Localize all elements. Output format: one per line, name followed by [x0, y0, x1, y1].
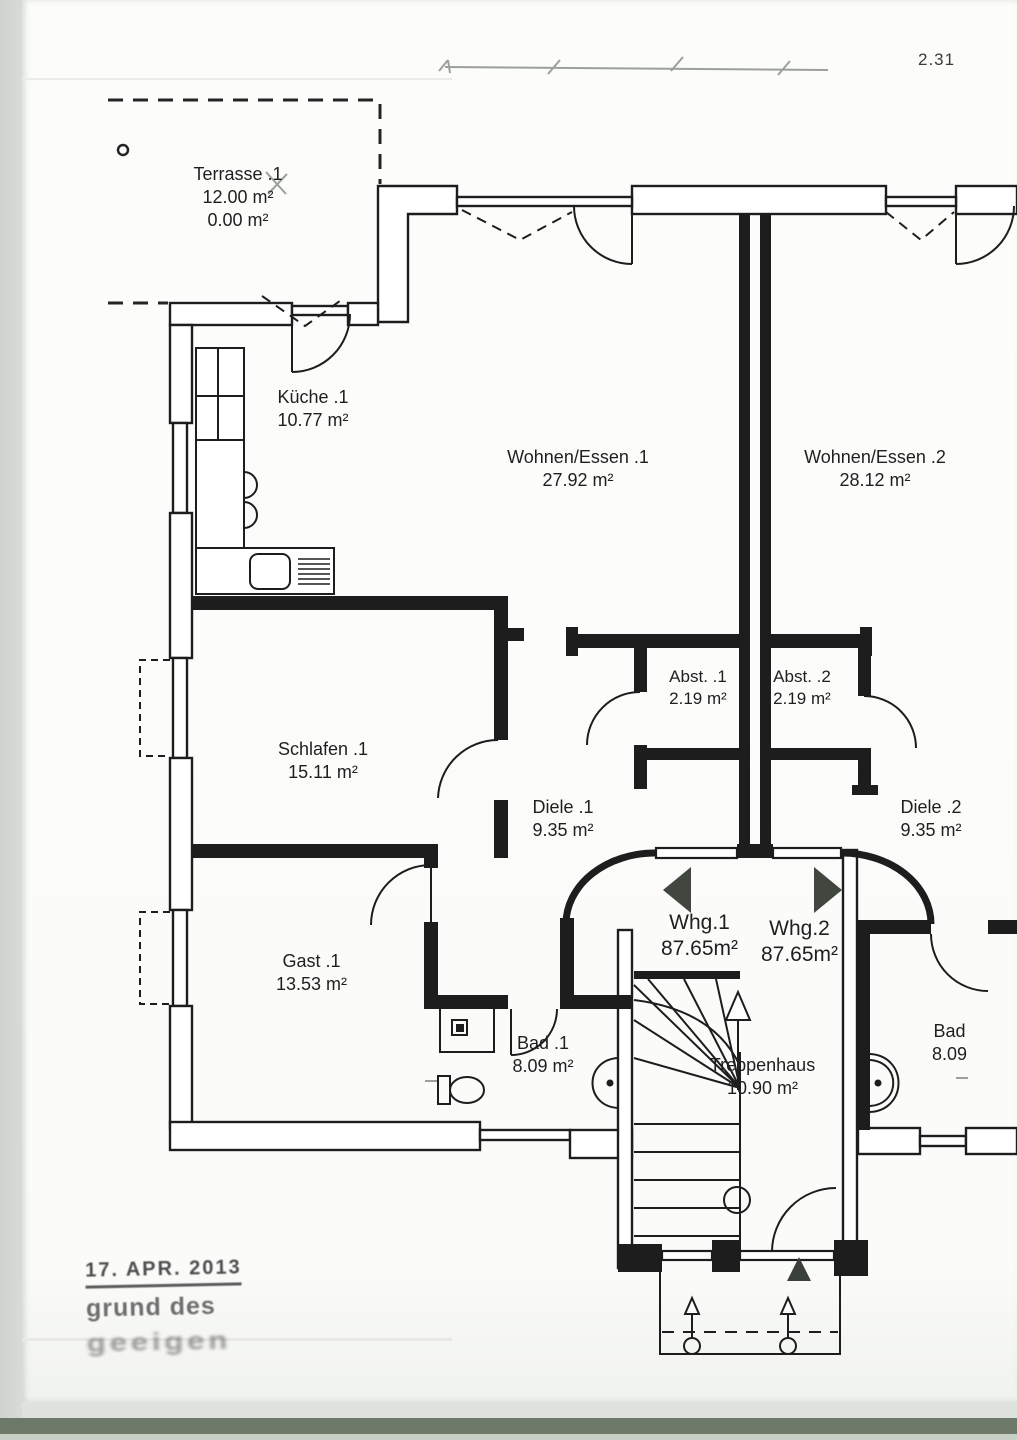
building-entrance — [618, 1240, 868, 1355]
room-name: Treppenhaus — [709, 1055, 816, 1075]
room-area: 9.35 m² — [532, 820, 594, 841]
apartment-area: 87.65m² — [660, 937, 739, 961]
entry-vestibule — [562, 846, 935, 925]
room-name: Gast .1 — [282, 951, 341, 971]
sheet-edge-shadow — [22, 78, 452, 80]
room-area: 2.19 m² — [773, 688, 831, 708]
room-name: Wohnen/Essen .1 — [507, 447, 649, 467]
apartment-name: Whg.1 — [669, 911, 730, 934]
entrance-arrow — [787, 1257, 811, 1281]
room-name: Diele .1 — [532, 797, 594, 817]
bathroom-fixtures — [437, 1007, 900, 1113]
room-name: Wohnen/Essen .2 — [804, 447, 946, 467]
sink — [249, 553, 291, 590]
toilet-bowl — [449, 1076, 485, 1104]
room-name: Schlafen .1 — [277, 739, 369, 759]
room-area: 15.11 m² — [288, 762, 358, 783]
approval-stamp: 17. APR. 2013 grund des geeigen — [84, 1256, 243, 1358]
room-label-kueche: Küche .1 10.77 m² — [238, 386, 388, 432]
room-label-schlafen: Schlafen .1 15.11 m² — [233, 738, 413, 784]
scan-bottom-edge — [0, 1434, 1017, 1440]
room-label-gast: Gast .1 13.53 m² — [224, 950, 399, 996]
pencil-dimension-sketch — [265, 56, 968, 1082]
room-label-abst2: Abst. .2 2.19 m² — [752, 666, 852, 710]
washbasin-bad1 — [591, 1057, 619, 1109]
apartment-name: Whg.2 — [769, 917, 830, 940]
room-area2: 0.00 m² — [207, 210, 269, 231]
room-area: 8.09 m² — [512, 1056, 574, 1077]
room-label-diele2: Diele .2 9.35 m² — [871, 796, 991, 842]
room-name: Küche .1 — [277, 387, 349, 407]
terrace-outline — [108, 98, 382, 305]
room-label-bad2: Bad 8.09 — [902, 1020, 997, 1066]
room-name: Bad .1 — [516, 1033, 570, 1053]
stamp-date: 17. APR. 2013 — [84, 1256, 243, 1289]
window-sills — [139, 659, 170, 1005]
shower — [439, 1007, 495, 1053]
sheet-edge-shadow-low — [22, 1338, 452, 1341]
room-area: 8.09 — [931, 1044, 968, 1065]
room-name: Abst. .2 — [773, 667, 831, 686]
scan-left-edge — [0, 0, 22, 1440]
sheet-number: 2.31 — [918, 50, 956, 69]
room-name: Diele .2 — [900, 797, 962, 817]
drainer-hatch — [298, 558, 330, 585]
room-name: Abst. .1 — [669, 667, 727, 686]
whg2-entry-arrow — [814, 867, 842, 913]
room-area: 13.53 m² — [275, 974, 348, 995]
stair-up-arrow — [724, 989, 752, 1021]
room-area: 10.90 m² — [726, 1078, 799, 1099]
room-label-abst1: Abst. .1 2.19 m² — [648, 666, 748, 710]
door-swings — [261, 205, 1015, 1253]
stamp-text-line2: grund des — [85, 1291, 217, 1323]
room-area: 28.12 m² — [839, 470, 911, 491]
apartment-label-whg2: Whg.2 87.65m² — [742, 916, 857, 969]
stamp-text-line3: geeigen — [86, 1326, 232, 1358]
terrace-drain-symbol — [116, 143, 130, 157]
toilet-tank — [437, 1075, 451, 1105]
room-label-wohnen2: Wohnen/Essen .2 28.12 m² — [765, 446, 985, 492]
room-name: Terrasse .1 — [193, 164, 283, 184]
room-label-diele1: Diele .1 9.35 m² — [503, 796, 623, 842]
room-label-bad1: Bad .1 8.09 m² — [468, 1032, 618, 1078]
room-label-treppenhaus: Treppenhaus 10.90 m² — [670, 1054, 855, 1100]
exterior-walls — [168, 184, 1017, 1270]
room-area: 9.35 m² — [900, 820, 962, 841]
room-area: 10.77 m² — [277, 410, 349, 431]
room-area: 12.00 m² — [202, 187, 274, 208]
room-label-terrasse: Terrasse .1 12.00 m² 0.00 m² — [148, 163, 328, 232]
room-label-wohnen1: Wohnen/Essen .1 27.92 m² — [468, 446, 688, 492]
apartment-area: 87.65m² — [760, 943, 839, 967]
scan-bottom-strip — [0, 1418, 1017, 1434]
washbasin-bad2 — [869, 1053, 900, 1113]
apartment-label-whg1: Whg.1 87.65m² — [642, 910, 757, 963]
interior-walls — [192, 214, 1017, 1130]
room-area: 2.19 m² — [669, 688, 727, 708]
whg1-entry-arrow — [663, 867, 691, 913]
room-area: 27.92 m² — [542, 470, 614, 491]
room-name: Bad — [933, 1021, 966, 1041]
kitchen-fixtures — [195, 347, 335, 595]
staircase — [633, 971, 752, 1250]
